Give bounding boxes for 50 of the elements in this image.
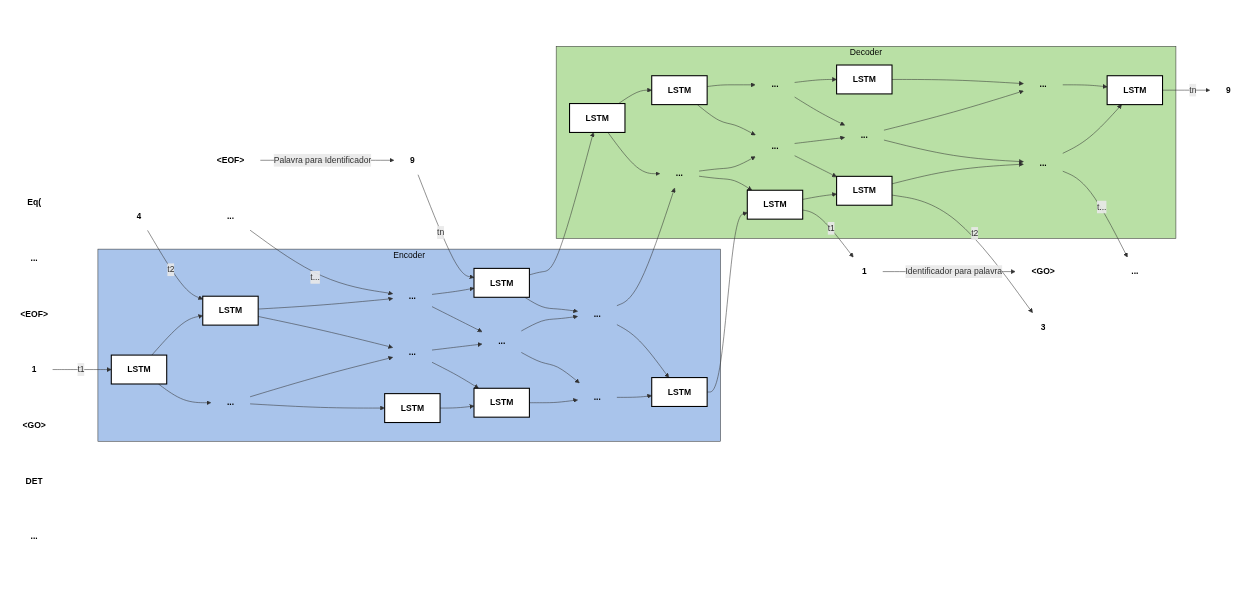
edge-label: t1 <box>77 365 85 375</box>
node-box: LSTM <box>651 75 708 106</box>
node-text: ... <box>771 141 779 151</box>
node-text: <GO> <box>1031 267 1055 277</box>
edge-label: t2 <box>971 229 979 239</box>
node-text: 1 <box>31 365 37 375</box>
node-text: Eq( <box>27 198 42 208</box>
node-text: ... <box>30 253 38 263</box>
edge-label: t... <box>1096 202 1107 212</box>
node-text: ... <box>408 347 416 358</box>
node-text: ... <box>226 211 235 221</box>
node-text: 9 <box>410 155 415 165</box>
node-text: 1 <box>861 267 867 277</box>
node-text: 4 <box>136 211 142 221</box>
node-box: LSTM <box>651 377 708 408</box>
node-box: LSTM <box>473 388 530 419</box>
node-text: ... <box>408 292 416 302</box>
node-text: ... <box>771 80 779 90</box>
edge-label: t... <box>310 272 320 283</box>
node-box: LSTM <box>746 190 804 221</box>
edge-label: Identificador para palavra <box>905 267 1003 277</box>
node-text: <GO> <box>22 420 46 430</box>
edge-label: Palavra para Identificador <box>273 155 372 165</box>
node-text: ... <box>1039 158 1047 168</box>
node-text: ... <box>30 532 38 542</box>
node-text: ... <box>226 398 235 408</box>
edge-label: tn <box>437 228 445 238</box>
node-box: LSTM <box>836 176 893 207</box>
node-text: ... <box>593 392 601 403</box>
node-box: LSTM <box>1106 75 1164 106</box>
node-text: ... <box>593 309 601 319</box>
node-box: LSTM <box>836 64 893 95</box>
node-text: 9 <box>1225 85 1231 95</box>
node-box: LSTM <box>569 103 626 134</box>
node-text: DET <box>25 476 43 486</box>
node-text: ... <box>1131 267 1139 277</box>
node-box: LSTM <box>110 354 168 385</box>
node-text: ... <box>860 130 868 140</box>
node-text: <EOF> <box>20 309 48 319</box>
edge-label: t1 <box>827 223 835 234</box>
edge-label: t2 <box>167 265 175 275</box>
edge-label: tn <box>1189 85 1197 95</box>
node-text: <EOF> <box>216 155 245 165</box>
node-box: LSTM <box>384 393 441 424</box>
node-text: ... <box>675 169 683 179</box>
node-text: ... <box>1039 80 1047 90</box>
node-text: ... <box>498 337 506 347</box>
node-box: LSTM <box>473 268 530 299</box>
node-text: 3 <box>1040 322 1046 332</box>
node-box: LSTM <box>202 296 259 327</box>
